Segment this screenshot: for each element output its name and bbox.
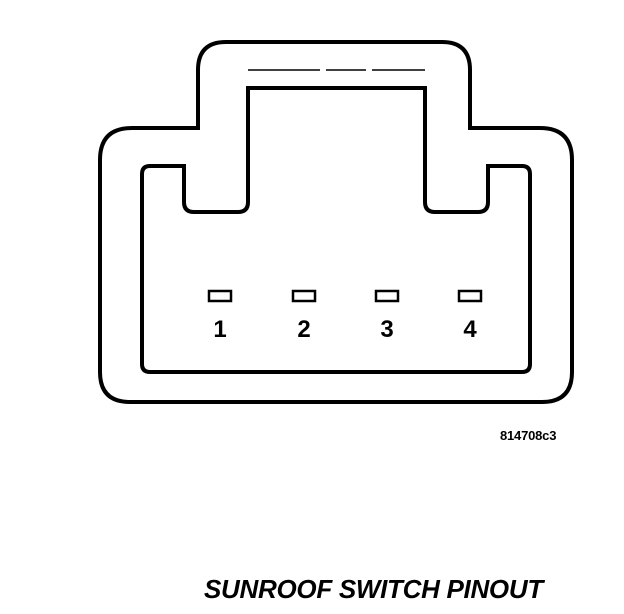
pin-terminal-1 bbox=[207, 289, 233, 303]
pin-label-3: 3 bbox=[380, 316, 393, 343]
connector-inner-cavity bbox=[140, 86, 532, 374]
diagram-title: SUNROOF SWITCH PINOUT bbox=[204, 574, 543, 604]
pin-terminal-2 bbox=[291, 289, 317, 303]
connector-outer-housing bbox=[98, 40, 574, 404]
figure-reference-code: 814708c3 bbox=[500, 428, 557, 443]
pin-terminal-4 bbox=[457, 289, 483, 303]
pin-terminals bbox=[207, 289, 483, 303]
pin-terminal-3 bbox=[374, 289, 400, 303]
pin-label-4: 4 bbox=[463, 316, 477, 343]
pin-label-2: 2 bbox=[297, 316, 310, 343]
pin-label-1: 1 bbox=[213, 316, 226, 343]
